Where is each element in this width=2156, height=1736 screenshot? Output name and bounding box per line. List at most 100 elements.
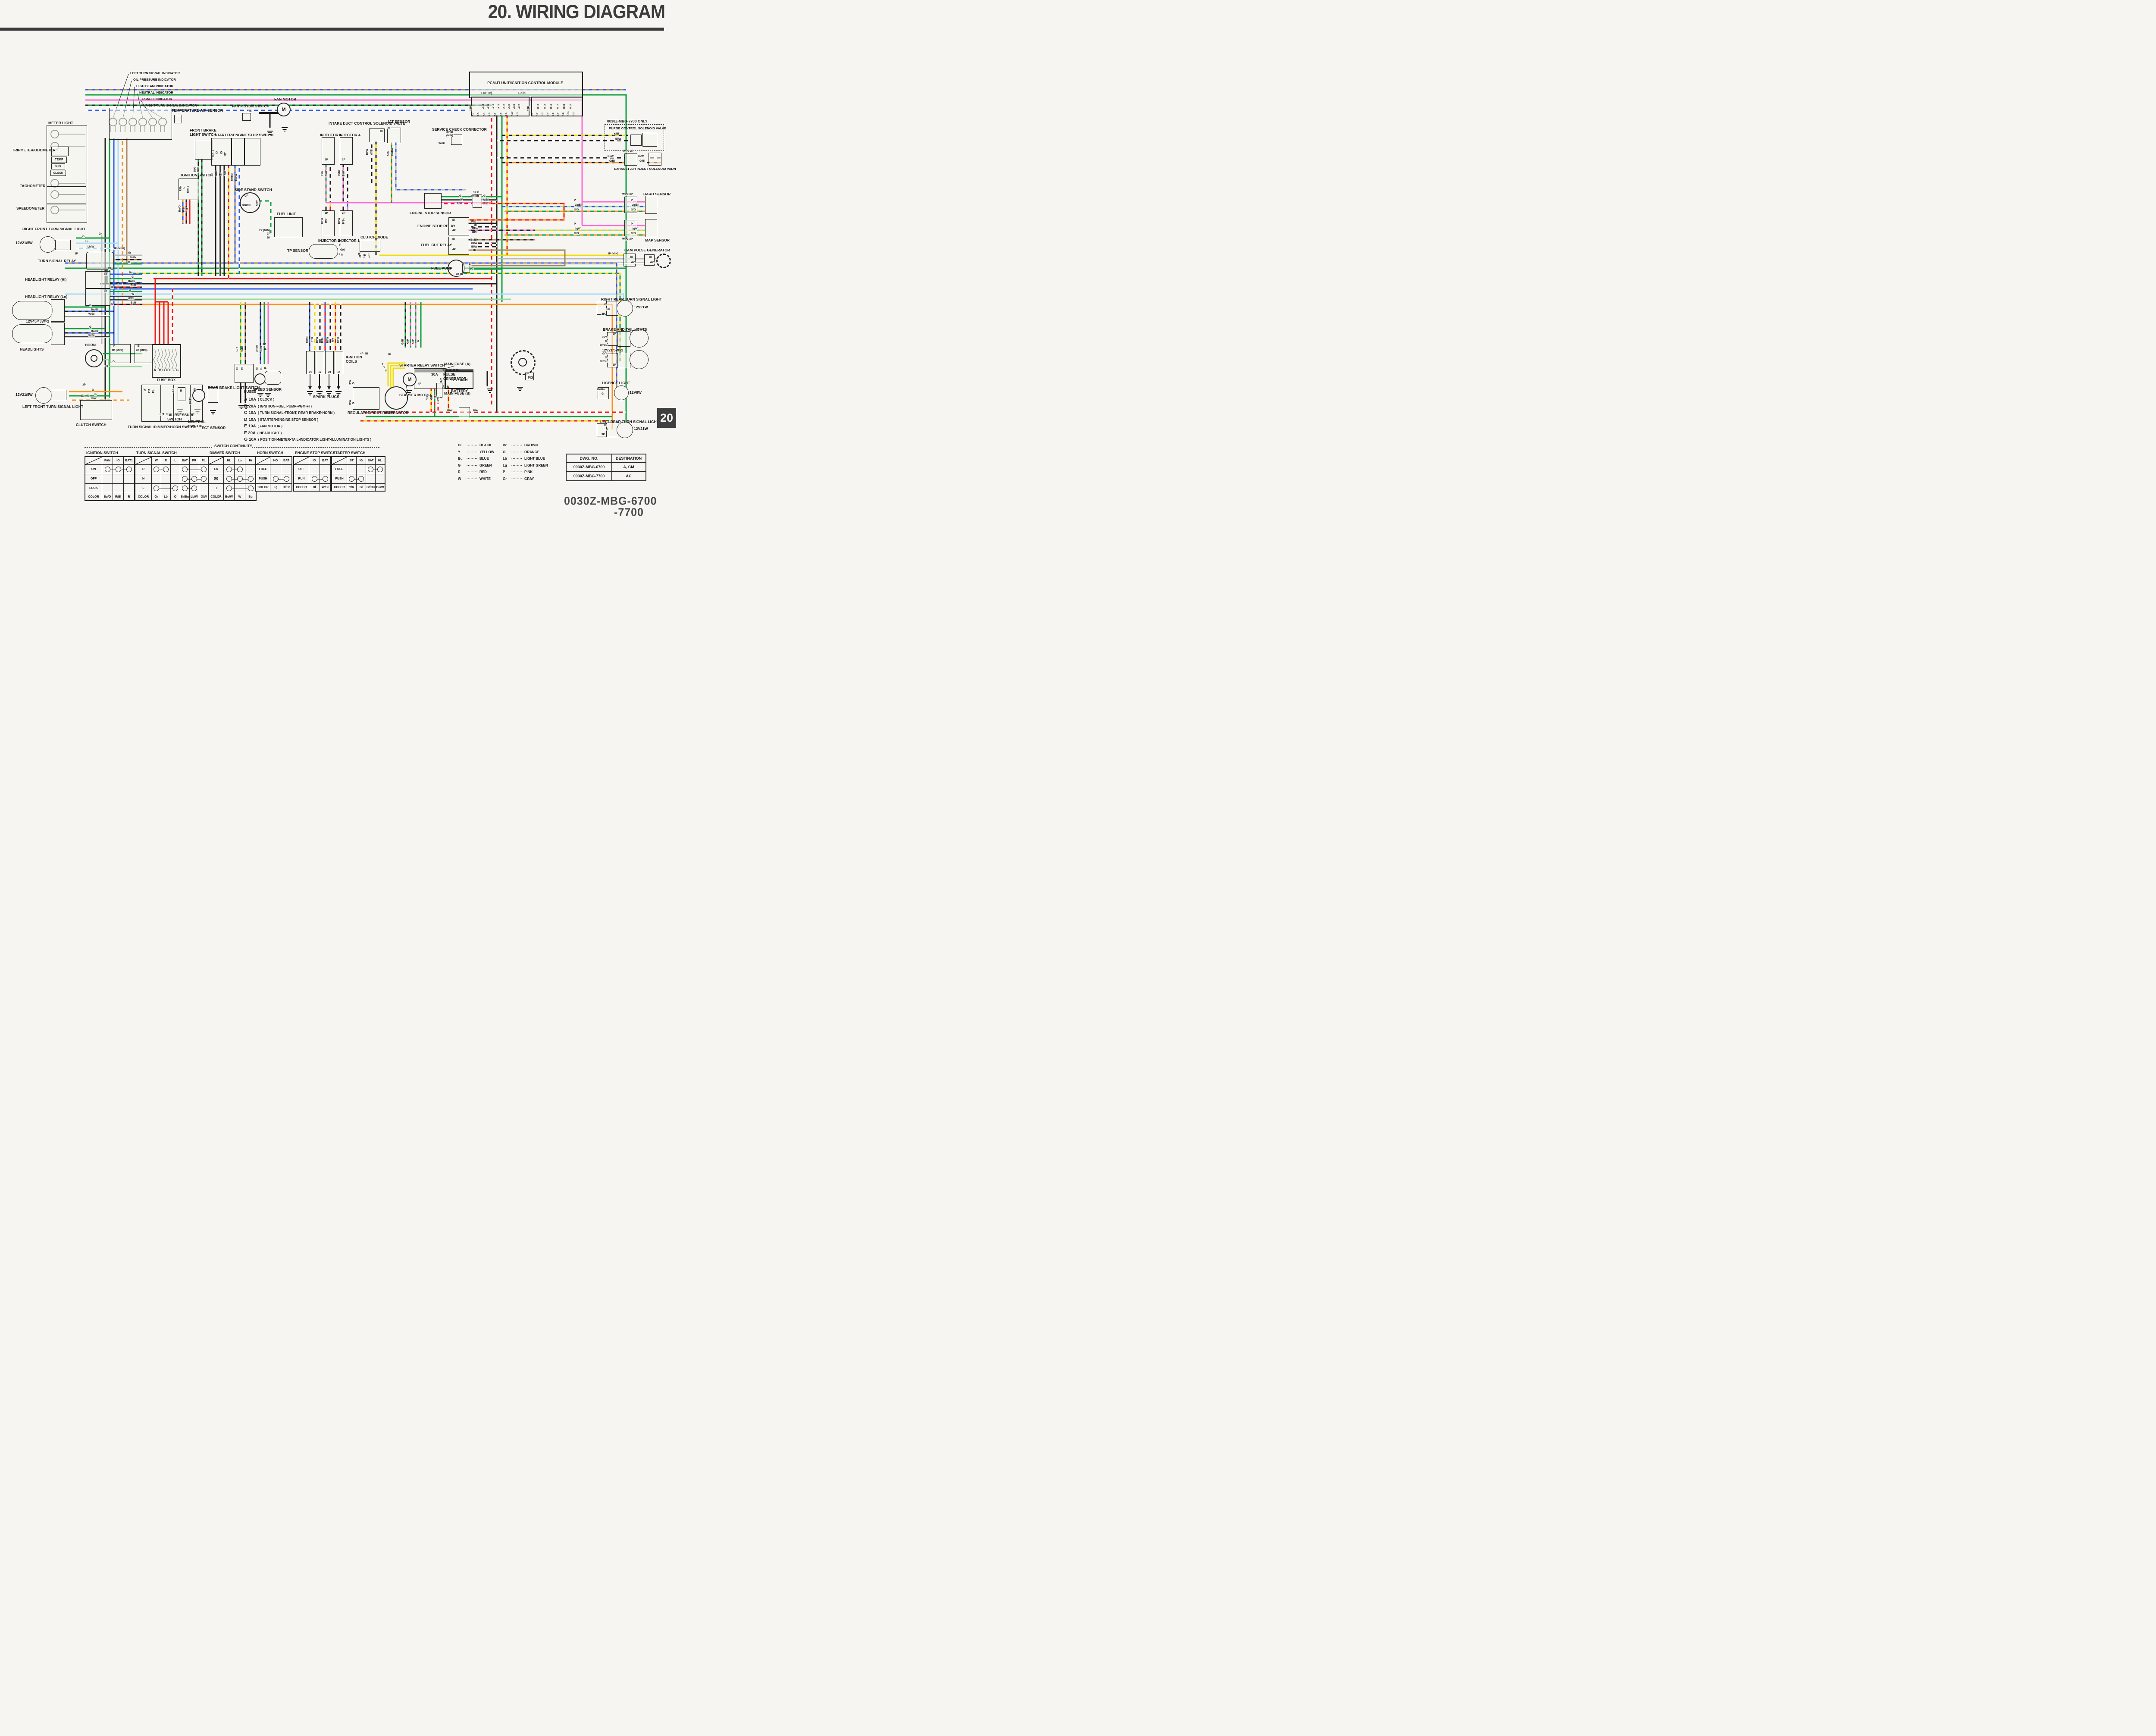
wire-label: HL: [175, 412, 179, 417]
starter-stop-switch-label: STARTER•ENGINE STOP SWITCH: [215, 133, 274, 137]
wire-label: 3P: [262, 343, 266, 346]
oil-pressure-switch-label: OIL PRESSURE SWITCH: [167, 413, 195, 421]
neutral-switch-label: NEUTRAL SWITCH: [188, 420, 206, 428]
wire-label: G/Y: [235, 346, 239, 352]
wire-label: PR: [147, 389, 151, 394]
pgm-pin-label: A 22: [518, 104, 521, 109]
wire-label: W/Bl: [482, 198, 489, 202]
wire-label: R/Bl: [182, 206, 185, 213]
wire-label: 22P: [527, 106, 530, 112]
bulb-12v8w-label: 12V8W: [630, 390, 642, 395]
iat-sensor-label: IAT SENSOR: [388, 119, 411, 124]
pgm-pin-label: A 9: [505, 113, 508, 116]
wire-label: W/Bl: [88, 313, 95, 316]
taillight-2-bulb: [630, 350, 649, 369]
wire-label: Bl/W: [472, 227, 479, 231]
wire-label: R/Y: [325, 218, 328, 224]
indicator-label: RIGHT TURN SIGNAL INDICATOR: [145, 103, 197, 107]
pgm-pin-label: A 18: [498, 104, 500, 109]
fuse-30a-a-label: 30A: [431, 372, 438, 376]
wire-label: W/Bl: [88, 334, 95, 338]
headlight-flange-2: [51, 323, 65, 345]
rear-brake-switch-label: REAR BRAKE LIGHT SWITCH: [208, 385, 260, 390]
wire-label: DOWN: [241, 204, 251, 207]
wire-label: R/Y: [331, 337, 335, 343]
wire-label: Br/Bl: [470, 238, 478, 242]
header-rule: [0, 28, 664, 31]
purge-valve-symbol-a: [630, 135, 642, 146]
wire-label: Lg/Bl: [574, 204, 582, 207]
wire-label: G: [94, 393, 97, 396]
wire-label: P/Bl: [338, 170, 341, 176]
tripmeter-label: TRIPMETER/ODOMETER: [12, 148, 56, 152]
wire-label: Y: [385, 370, 388, 373]
side-stand-switch-label: SIDE STAND SWITCH: [235, 188, 272, 192]
wire-label: Y/W: [310, 336, 314, 343]
wire-label: G: [131, 276, 134, 279]
injector2-label: INJECTOR 2: [318, 238, 340, 243]
left-rear-turn-bulb: [617, 422, 633, 438]
pgm-fi-module: [469, 72, 583, 98]
switch-continuity-rule-right: [252, 447, 379, 448]
wire-label: Bl/R: [130, 301, 137, 305]
battery-label: BATTERY: [451, 389, 468, 393]
wire-label: 2P: [455, 273, 460, 276]
clutch-switch: [80, 400, 112, 420]
pgm-pin-label: B 8: [562, 113, 565, 116]
wire-label: Bl/W: [320, 217, 324, 225]
wire-label: G/O: [630, 232, 636, 235]
tp-sensor-label: TP SENSOR: [287, 248, 308, 253]
wire-label: W: [131, 293, 135, 296]
wire-label: 3P: [601, 433, 605, 436]
turn-dimmer-horn-switch-label: TURN SIGNAL•DIMMER•HORN SWITCH: [128, 425, 197, 429]
wire-label: 2P: [324, 158, 329, 162]
wire-label: 4P: [452, 248, 456, 251]
fuel-pump-connector: [462, 264, 470, 273]
pgm-pin-label: A 8: [500, 113, 502, 116]
wire-label: 2P: [342, 158, 346, 162]
wire-label: 3P: [74, 252, 78, 256]
fuse-letters: A BCDEFG: [154, 368, 180, 372]
wire-label: G: [417, 339, 420, 343]
pgm-pin-label: B 2: [536, 113, 539, 116]
battery: 12V10AH: [445, 371, 473, 389]
wire-label: P/G: [320, 170, 324, 176]
bulb-12v21-5w-right-label: 12V21/5W: [16, 241, 33, 245]
wire-label: Lb: [85, 240, 89, 244]
indicator-label: PGM-FI INDICATOR: [142, 97, 172, 101]
fan-motor-symbol: M: [277, 103, 291, 116]
main-fuse-b-label: MAIN FUSE (B): [444, 391, 470, 395]
rw-connector: [459, 407, 470, 418]
wire-label: Bl/G: [197, 166, 200, 173]
cam-pulse-connector: [624, 254, 636, 266]
wire-label: G: [352, 401, 355, 405]
turn-signal-relay-label: TURN SIGNAL RELAY: [38, 259, 76, 263]
main-fuse-a-label: MAIN FUSE (A): [444, 362, 470, 366]
pgm-pin-label: A 16: [492, 104, 495, 109]
indicator-lamp-cluster: [109, 108, 172, 140]
wire-label: PL: [152, 389, 155, 394]
wire-label: Gr/Bu: [391, 147, 394, 157]
left-rear-turn-label: LEFT REAR TURN SIGNAL LIGHT: [600, 420, 659, 424]
starter-motor-label: STARTER MOTOR: [399, 393, 431, 397]
tripmeter-display: [51, 147, 69, 156]
meter-light-label: METER LIGHT: [48, 121, 73, 125]
wire-label: BAT2: [211, 149, 215, 157]
licence-light-label: LICENCE LIGHT: [602, 381, 630, 385]
front-brake-light-switch: [195, 140, 213, 160]
wire-label: Bl: [266, 236, 270, 240]
wire-label: Br: [473, 249, 476, 252]
wire-label: W: [162, 412, 165, 416]
wire-label: G: [459, 194, 462, 198]
wire-label: W/Y: [630, 261, 636, 264]
ect-sensor-symbol: [208, 387, 218, 403]
mbg7700-only-label: 0030Z-MBG-7700 ONLY: [607, 119, 648, 123]
right-rear-turn-bulb: [617, 300, 633, 316]
wire-label: 2P: [266, 232, 271, 236]
wire-label: PCI: [528, 376, 533, 380]
wire-label: W/Bl: [438, 142, 445, 145]
page-number-badge: 20: [657, 408, 676, 428]
wire-label: UP: [244, 194, 249, 198]
wire-label: IG: [215, 150, 219, 155]
wire-label: R/W: [473, 409, 479, 413]
